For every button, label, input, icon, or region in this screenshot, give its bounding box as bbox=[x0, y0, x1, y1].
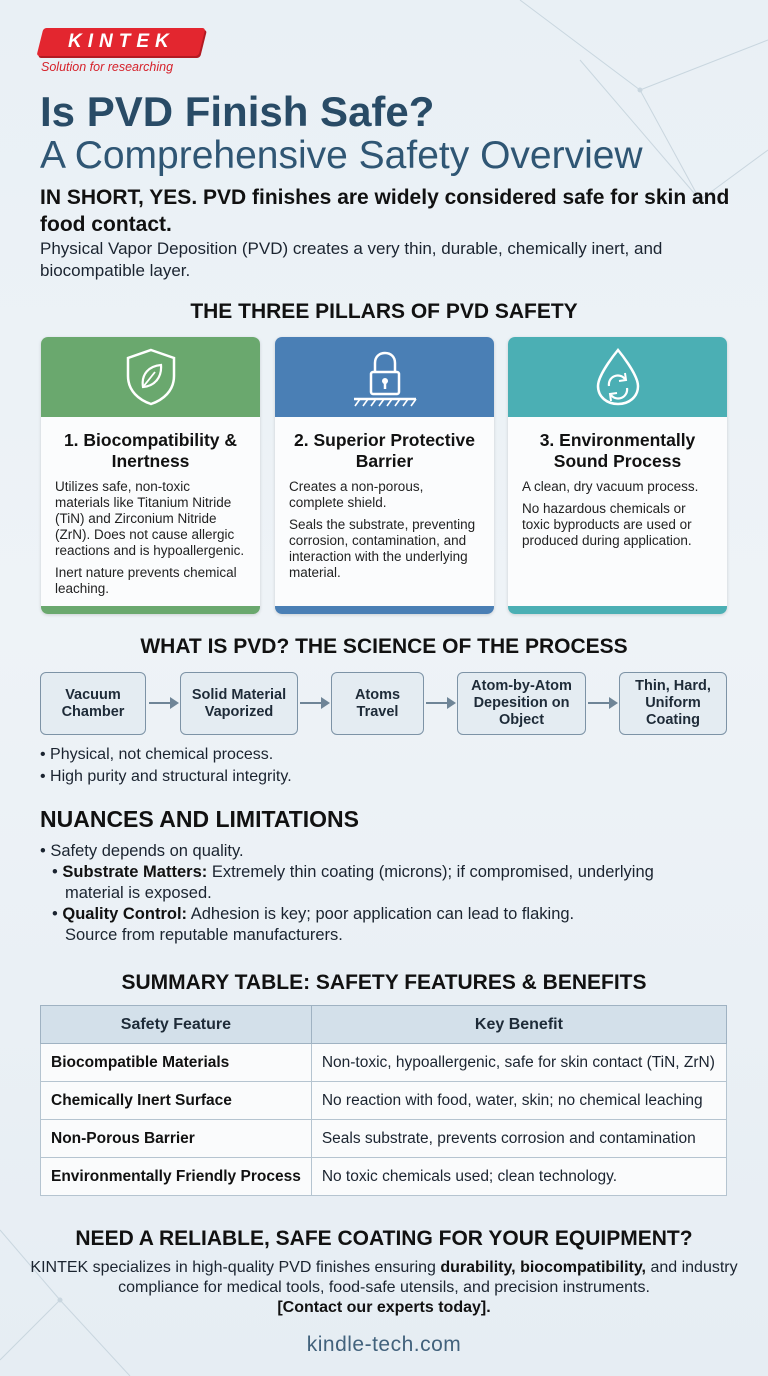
benefit-cell: Non-toxic, hypoallergenic, safe for skin… bbox=[310, 1043, 728, 1082]
table-row: Non-Porous Barrier Seals substrate, prev… bbox=[40, 1119, 728, 1158]
pillar-title: 3. Environmentally Sound Process bbox=[539, 430, 696, 471]
process-step-deposition: Atom-by-Atom Depesition on Object bbox=[457, 672, 586, 735]
pillar-text: A clean, dry vacuum process. bbox=[522, 479, 699, 494]
pillar-card-environment: 3. Environmentally Sound Process A clean… bbox=[508, 337, 727, 614]
benefit-cell: No toxic chemicals used; clean technolog… bbox=[310, 1157, 728, 1196]
summary-heading: SUMMARY TABLE: SAFETY FEATURES & BENEFIT… bbox=[121, 971, 647, 994]
nuance-label: Substrate Matters: bbox=[62, 863, 208, 881]
pillar-accent-bar bbox=[508, 606, 727, 614]
nuance-text: Extremely thin coating (microns); if com… bbox=[207, 863, 654, 881]
pillar-text: Utilizes safe, non-toxic materials like … bbox=[55, 479, 245, 558]
brand-logo: KINTEK Solution for researching bbox=[36, 28, 206, 74]
cta-body: KINTEK specializes in high-quality PVD f… bbox=[30, 1258, 738, 1318]
logo-tagline: Solution for researching bbox=[41, 60, 174, 74]
benefit-cell: Seals substrate, prevents corrosion and … bbox=[310, 1119, 728, 1158]
pillar-card-biocompatibility: 1. Biocompatibility & Inertness Utilizes… bbox=[41, 337, 260, 614]
arrow-right-icon bbox=[426, 697, 456, 709]
page-title: Is PVD Finish Safe? bbox=[40, 88, 435, 135]
page-subtitle: A Comprehensive Safety Overview bbox=[40, 134, 643, 177]
table-header-row: Safety Feature Key Benefit bbox=[40, 1005, 728, 1044]
process-step-material-vaporized: Solid Material Vaporized bbox=[180, 672, 298, 735]
pillar-header bbox=[41, 337, 260, 417]
nuances-heading: NUANCES AND LIMITATIONS bbox=[40, 806, 360, 832]
pillars-heading: THE THREE PILLARS OF PVD SAFETY bbox=[190, 300, 578, 323]
feature-cell: Environmentally Friendly Process bbox=[40, 1157, 312, 1196]
process-bullet: • Physical, not chemical process. bbox=[40, 746, 274, 763]
pillar-card-protective-barrier: 2. Superior Protective Barrier Creates a… bbox=[275, 337, 494, 614]
pillar-text: Creates a non-porous, complete shield. bbox=[289, 479, 424, 510]
nuances-lead: • Safety depends on quality. bbox=[40, 842, 244, 860]
table-row: Chemically Inert Surface No reaction wit… bbox=[40, 1081, 728, 1120]
arrow-right-icon bbox=[588, 697, 618, 709]
process-step-atoms-travel: Atoms Travel bbox=[331, 672, 424, 735]
water-drop-recycle-icon bbox=[596, 348, 639, 406]
feature-cell: Biocompatible Materials bbox=[40, 1043, 312, 1082]
process-step-coating: Thin, Hard, Uniform Coating bbox=[619, 672, 727, 735]
table-row: Biocompatible Materials Non-toxic, hypoa… bbox=[40, 1043, 728, 1082]
intro-text: Physical Vapor Deposition (PVD) creates … bbox=[40, 239, 663, 280]
feature-cell: Chemically Inert Surface bbox=[40, 1081, 312, 1120]
nuance-text-continued: material is exposed. bbox=[65, 884, 212, 902]
pillar-text: Seals the substrate, preventing corrosio… bbox=[289, 517, 476, 580]
process-step-vacuum-chamber: Vacuum Chamber bbox=[40, 672, 146, 735]
pillar-header bbox=[508, 337, 727, 417]
nuance-item-quality: • Quality Control: Adhesion is key; poor… bbox=[52, 905, 575, 923]
arrow-right-icon bbox=[300, 697, 330, 709]
cta-text: and industry compliance for medical tool… bbox=[118, 1259, 738, 1296]
feature-cell: Non-Porous Barrier bbox=[40, 1119, 312, 1158]
pillar-accent-bar bbox=[41, 606, 260, 614]
column-header: Safety Feature bbox=[40, 1005, 312, 1044]
benefit-cell: No reaction with food, water, skin; no c… bbox=[310, 1081, 728, 1120]
cta-heading: NEED A RELIABLE, SAFE COATING FOR YOUR E… bbox=[75, 1227, 693, 1250]
arrow-right-icon bbox=[149, 697, 179, 709]
cta-emphasis: durability, biocompatibility, bbox=[440, 1259, 646, 1276]
logo-badge: KINTEK bbox=[36, 28, 206, 56]
nuance-text-continued: Source from reputable manufacturers. bbox=[65, 926, 343, 944]
process-heading: WHAT IS PVD? THE SCIENCE OF THE PROCESS bbox=[140, 635, 628, 658]
website-link[interactable]: kindle-tech.com bbox=[306, 1333, 462, 1356]
nuance-text: Adhesion is key; poor application can le… bbox=[187, 905, 575, 923]
logo-text: KINTEK bbox=[67, 31, 175, 52]
nuance-label: Quality Control: bbox=[62, 905, 188, 923]
process-bullet: • High purity and structural integrity. bbox=[40, 768, 292, 785]
pillar-accent-bar bbox=[275, 606, 494, 614]
padlock-icon bbox=[353, 351, 417, 407]
pillar-header bbox=[275, 337, 494, 417]
pillar-text: No hazardous chemicals or toxic byproduc… bbox=[522, 501, 692, 548]
short-answer: IN SHORT, YES. PVD finishes are widely c… bbox=[40, 186, 730, 236]
pillar-title: 1. Biocompatibility & Inertness bbox=[63, 430, 238, 471]
summary-table: Safety Feature Key Benefit Biocompatible… bbox=[40, 1005, 728, 1196]
shield-leaf-icon bbox=[126, 348, 175, 406]
pillar-text: Inert nature prevents chemical leaching. bbox=[55, 565, 237, 596]
cta-text: KINTEK specializes in high-quality PVD f… bbox=[30, 1259, 441, 1276]
column-header: Key Benefit bbox=[310, 1005, 728, 1044]
table-row: Environmentally Friendly Process No toxi… bbox=[40, 1157, 728, 1196]
nuance-item-substrate: • Substrate Matters: Extremely thin coat… bbox=[52, 863, 654, 881]
pillar-title: 2. Superior Protective Barrier bbox=[294, 430, 475, 471]
contact-link[interactable]: [Contact our experts today]. bbox=[277, 1299, 491, 1316]
